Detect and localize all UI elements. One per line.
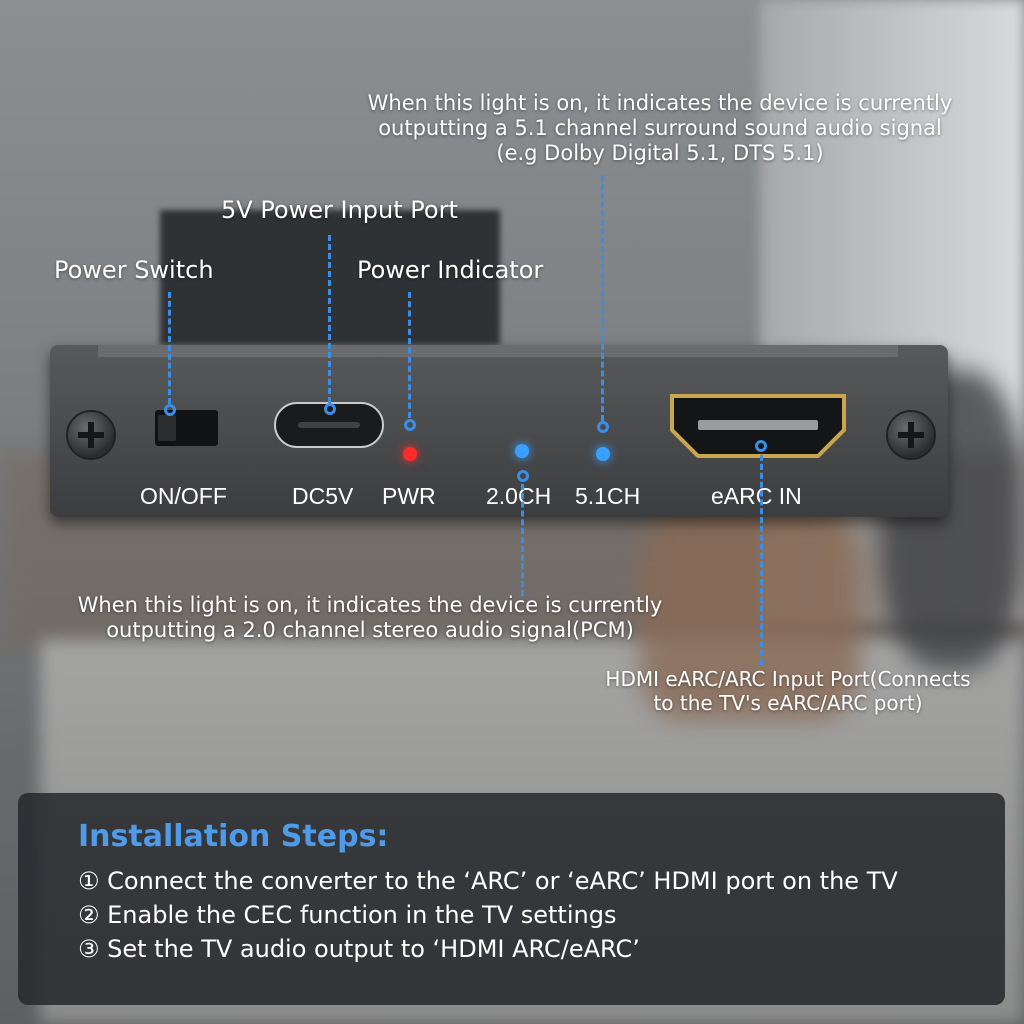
power-input-port-annotation: 5V Power Input Port — [221, 196, 458, 224]
left-screw-icon — [68, 412, 114, 458]
hdmi-input-annotation: HDMI eARC/ARC Input Port(Connects to the… — [605, 667, 971, 715]
device-panel-top-edge — [98, 345, 898, 357]
callout-ring-20ch — [517, 470, 529, 482]
stereo-2ch-led — [515, 444, 529, 458]
callout-ring-power-switch — [164, 404, 176, 416]
callout-line-hdmi — [760, 455, 763, 665]
callout-ring-power-port — [324, 403, 336, 415]
installation-steps-panel: Installation Steps: ① Connect the conver… — [18, 793, 1005, 1005]
power-switch-annotation: Power Switch — [54, 256, 214, 284]
callout-line-51ch — [601, 175, 604, 421]
callout-ring-51ch — [597, 421, 609, 433]
right-screw-icon — [888, 412, 934, 458]
ch51-label: 5.1CH — [575, 483, 641, 509]
hdmi-earc-port — [670, 394, 846, 458]
callout-ring-power-indicator — [404, 419, 416, 431]
ch20-label: 2.0CH — [486, 483, 552, 509]
callout-ring-hdmi — [755, 440, 767, 452]
pwr-label: PWR — [382, 483, 436, 509]
power-switch-knob — [158, 415, 176, 441]
power-indicator-annotation: Power Indicator — [357, 256, 544, 284]
installation-step-3: ③ Set the TV audio output to ‘HDMI ARC/e… — [78, 935, 640, 963]
callout-line-20ch — [521, 484, 524, 596]
installation-step-1: ① Connect the converter to the ‘ARC’ or … — [78, 867, 898, 895]
power-switch[interactable] — [155, 410, 218, 446]
installation-step-2: ② Enable the CEC function in the TV sett… — [78, 901, 617, 929]
on-off-label: ON/OFF — [140, 483, 227, 509]
surround-light-annotation: When this light is on, it indicates the … — [367, 91, 953, 165]
callout-line-power-port — [328, 235, 331, 403]
installation-steps-title: Installation Steps: — [78, 819, 389, 854]
power-indicator-led — [403, 447, 417, 461]
callout-line-power-switch — [168, 292, 171, 404]
dc5v-label: DC5V — [292, 483, 354, 509]
surround-51ch-led — [596, 447, 610, 461]
earc-in-label: eARC IN — [711, 483, 802, 509]
callout-line-power-indicator — [408, 292, 411, 418]
stereo-light-annotation: When this light is on, it indicates the … — [77, 593, 663, 642]
